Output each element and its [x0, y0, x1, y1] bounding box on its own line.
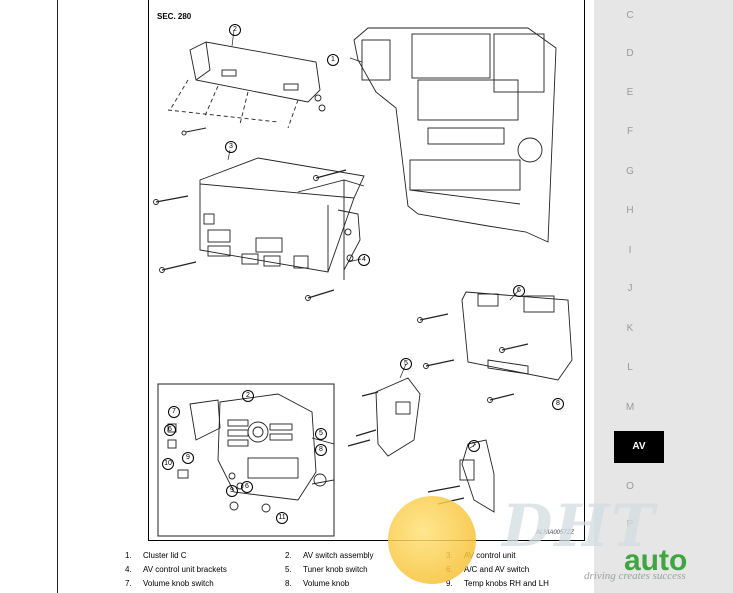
tab-av[interactable]: AV	[614, 431, 664, 463]
legend-item-3: 3.AV control unit	[446, 551, 516, 560]
inset-callout-9a: 9	[182, 452, 194, 464]
legend-item-6: 6.A/C and AV switch	[446, 565, 530, 574]
callout-3: 3	[225, 141, 237, 153]
inset-callout-8: 8	[315, 444, 327, 456]
inset-callout-5: 5	[315, 428, 327, 440]
callout-4: 4	[358, 254, 370, 266]
inset-callout-6a: 6	[164, 424, 176, 436]
tab-d[interactable]: D	[626, 48, 634, 59]
legend-item-2: 2.AV switch assembly	[285, 551, 374, 560]
tab-f[interactable]: F	[626, 126, 634, 137]
tuner-knob-switch-drawing	[347, 377, 421, 457]
artwork-id: ALNIA0057ZZ	[536, 530, 575, 536]
inset-callout-10: 10	[162, 458, 174, 470]
callout-7: 7	[468, 440, 480, 452]
tab-g[interactable]: G	[626, 166, 634, 177]
callout-8: 8	[552, 398, 564, 410]
callout-9: 9	[226, 485, 238, 497]
section-index-tabs: C D E F G H I J K L M AV O P	[594, 0, 733, 593]
tab-i[interactable]: I	[628, 245, 632, 256]
legend-item-4: 4.AV control unit brackets	[125, 565, 227, 574]
callout-1: 1	[327, 54, 339, 66]
av-control-unit-drawing	[153, 157, 365, 301]
legend-item-8: 8.Volume knob	[285, 579, 350, 588]
section-label: SEC. 280	[157, 12, 192, 21]
exploded-parts-diagram	[153, 27, 573, 537]
legend-item-5: 5.Tuner knob switch	[285, 565, 368, 574]
tab-m[interactable]: M	[625, 402, 635, 413]
legend-item-1: 1.Cluster lid C	[125, 551, 187, 560]
cluster-lid-c-drawing	[353, 27, 557, 243]
tab-h[interactable]: H	[626, 205, 634, 216]
tab-o[interactable]: O	[626, 481, 634, 492]
parts-legend: 1.Cluster lid C 2.AV switch assembly 3.A…	[0, 551, 594, 593]
inset-callout-2: 2	[242, 390, 254, 402]
volume-knob-switch-drawing	[427, 439, 495, 513]
legend-item-7: 7.Volume knob switch	[125, 579, 214, 588]
tab-p[interactable]: P	[626, 519, 634, 530]
inset-callout-6b: 6	[241, 481, 253, 493]
tab-l[interactable]: L	[627, 362, 633, 373]
page-margin-rule	[57, 0, 58, 593]
tab-j[interactable]: J	[627, 283, 633, 294]
diagram-frame	[148, 0, 585, 541]
inset-callout-11: 11	[276, 512, 288, 524]
callout-6: 6	[513, 285, 525, 297]
inset-callout-7: 7	[168, 406, 180, 418]
av-switch-assembly-drawing	[167, 41, 326, 136]
tab-c[interactable]: C	[626, 10, 634, 21]
tab-k[interactable]: K	[626, 323, 634, 334]
callout-5: 5	[400, 358, 412, 370]
tab-e[interactable]: E	[626, 87, 634, 98]
inset-switch-detail	[157, 383, 335, 537]
callout-2: 2	[229, 24, 241, 36]
ac-av-switch-drawing	[417, 291, 573, 403]
legend-item-9: 9.Temp knobs RH and LH	[446, 579, 549, 588]
